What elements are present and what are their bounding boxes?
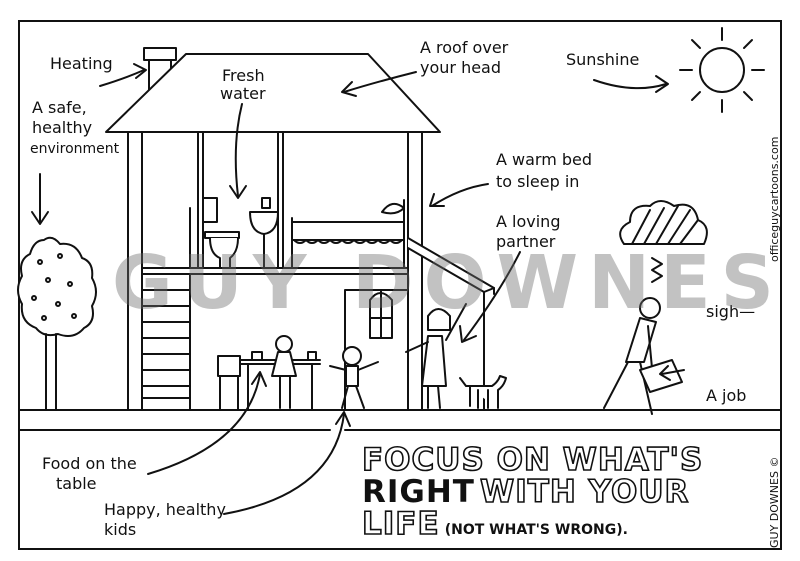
artist-signature: GUY DOWNES © (768, 456, 781, 548)
label-warm-bed-1: A warm bed (496, 150, 593, 169)
label-fresh-water-2: water (220, 84, 266, 103)
label-heating: Heating (50, 54, 113, 73)
title-right-word: RIGHT (362, 474, 475, 510)
window (369, 289, 393, 339)
annex-roof (407, 237, 495, 293)
bed (291, 199, 405, 269)
label-environment-2: healthy (32, 118, 93, 137)
website-credit: officeguycartoons.com (768, 136, 781, 262)
title-line-2: RIGHT WITH YOUR (362, 473, 690, 511)
dog-figure (459, 375, 507, 409)
label-kids-2: kids (104, 520, 137, 539)
sun-icon (679, 27, 765, 113)
label-loving-partner-1: A loving (496, 212, 561, 231)
label-kids-1: Happy, healthy (104, 500, 226, 519)
label-sunshine: Sunshine (566, 50, 640, 69)
woman-figure (405, 303, 467, 409)
title-line-1-text: FOCUS ON WHAT'S (361, 441, 704, 479)
title-with-your: WITH YOUR (479, 473, 690, 511)
boy-figure (329, 346, 379, 409)
title-life-word: LIFE (361, 505, 440, 543)
title-not-whats-wrong: (NOT WHAT'S WRONG). (444, 522, 628, 538)
label-food-2: table (56, 474, 97, 493)
label-loving-partner-2: partner (496, 232, 556, 251)
chimney (143, 47, 177, 61)
tree (17, 236, 97, 411)
toilet (189, 197, 240, 269)
label-environment-1: A safe, (32, 98, 87, 117)
label-warm-bed-2: to sleep in (496, 172, 580, 191)
staircase (141, 289, 191, 399)
title-line-3: LIFE (NOT WHAT'S WRONG). (361, 505, 628, 543)
sink (249, 197, 279, 269)
dining-table (217, 351, 321, 411)
label-roof-1: A roof over (420, 38, 509, 57)
annotation-arrows (31, 63, 685, 515)
label-roof-2: your head (420, 58, 502, 77)
label-sigh: sigh— (706, 302, 756, 321)
label-food-1: Food on the (42, 454, 137, 473)
cloud-icon (619, 200, 708, 283)
title-line-1: FOCUS ON WHAT'S (361, 441, 704, 479)
girl-figure (271, 335, 297, 409)
label-fresh-water-1: Fresh (222, 66, 265, 85)
sad-man-figure (603, 297, 683, 415)
label-job: A job (706, 386, 747, 405)
label-environment-3: environment (30, 141, 120, 157)
